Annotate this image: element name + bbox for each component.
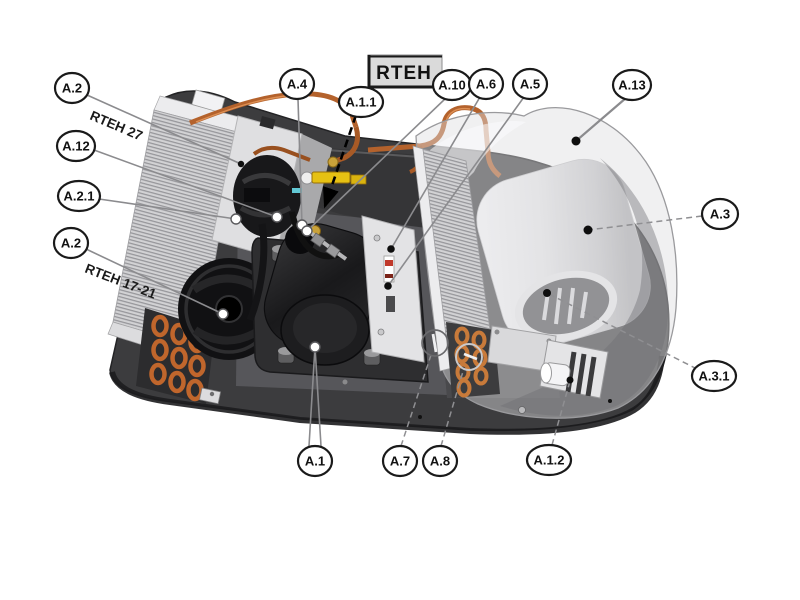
svg-text:A.2: A.2 <box>61 236 81 251</box>
callout-a12: A.12 <box>55 129 97 163</box>
svg-text:A.6: A.6 <box>476 77 496 92</box>
svg-text:A.3: A.3 <box>710 207 730 222</box>
svg-text:A.13: A.13 <box>618 78 645 93</box>
leader-lines <box>85 94 703 447</box>
svg-text:A.12: A.12 <box>62 139 89 154</box>
svg-text:A.4: A.4 <box>287 77 308 92</box>
a7-target-ring <box>421 329 449 357</box>
svg-text:A.8: A.8 <box>430 454 450 469</box>
a11-arrow <box>322 114 358 209</box>
note-rteh-27: RTEH 27 <box>88 108 145 144</box>
callout-a6: A.6 <box>467 67 505 101</box>
callout-a8: A.8 <box>421 444 459 478</box>
svg-text:A.1.2: A.1.2 <box>533 453 564 468</box>
callout-a1-2: A.1.2 <box>525 443 573 477</box>
svg-text:A.2.1: A.2.1 <box>63 189 94 204</box>
svg-text:A.1: A.1 <box>305 454 325 469</box>
svg-text:A.5: A.5 <box>520 77 540 92</box>
svg-text:A.1.1: A.1.1 <box>345 95 376 110</box>
callout-a13: A.13 <box>611 68 653 102</box>
callout-a3: A.3 <box>700 197 740 231</box>
a8-target-ring <box>455 343 483 371</box>
callout-a2-top: A.2 <box>53 71 91 105</box>
product-label: RTEH <box>376 63 432 84</box>
svg-text:A.10: A.10 <box>438 78 465 93</box>
svg-text:A.2: A.2 <box>62 81 82 96</box>
callout-a3-1: A.3.1 <box>690 359 738 393</box>
tray-screws <box>199 379 612 419</box>
callout-a5: A.5 <box>511 67 549 101</box>
callout-a1: A.1 <box>296 444 334 478</box>
product-label-box: RTEH <box>367 54 443 89</box>
mounting-bracket <box>487 325 609 399</box>
callout-a2-1: A.2.1 <box>56 179 102 213</box>
callout-a4: A.4 <box>278 67 316 101</box>
svg-text:A.7: A.7 <box>390 454 410 469</box>
svg-text:A.3.1: A.3.1 <box>698 369 729 384</box>
service-valve-yellow <box>292 156 367 261</box>
callout-a7: A.7 <box>381 444 419 478</box>
callout-a2-bottom: A.2 <box>52 226 90 260</box>
side-panel <box>361 215 425 363</box>
callout-a10: A.10 <box>431 68 473 102</box>
callout-a1-1: A.1.1 <box>337 85 385 119</box>
